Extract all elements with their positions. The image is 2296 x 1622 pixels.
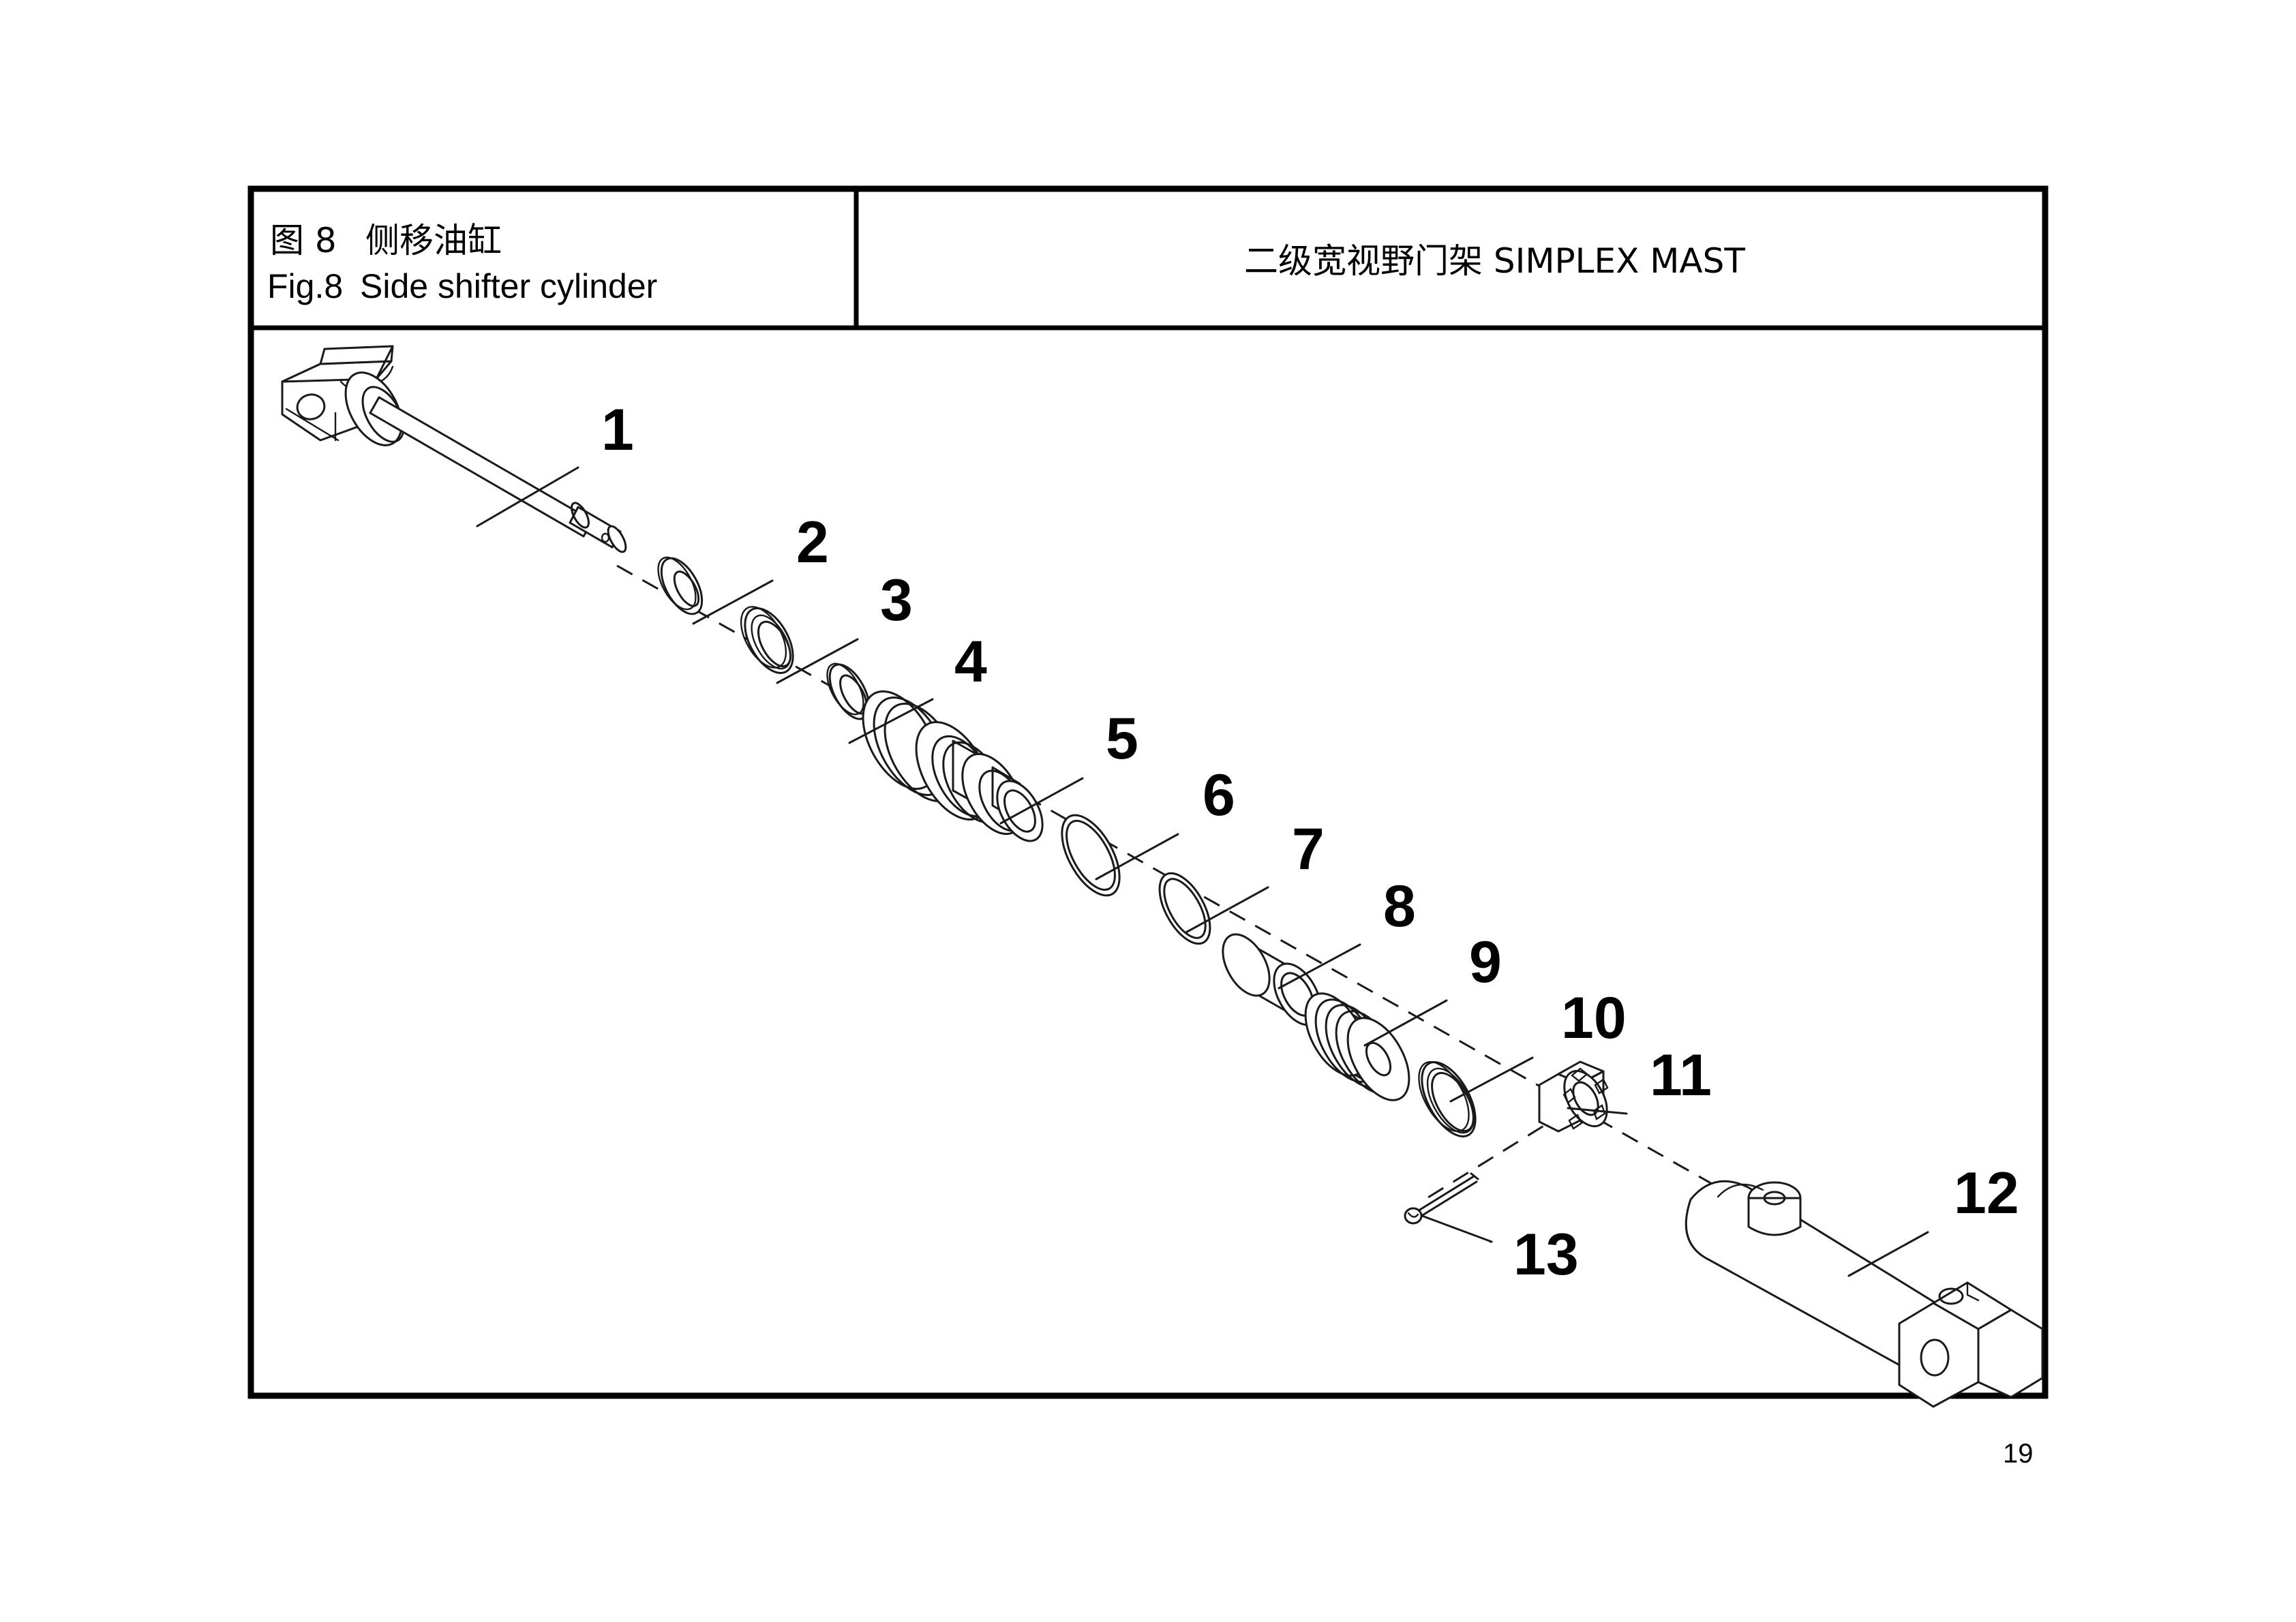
rod-tip-shoulder — [569, 506, 622, 549]
callout-numbers: 1 2 3 4 5 6 7 8 9 10 11 12 13 — [601, 397, 2019, 1287]
clevis-fork-inner-edge — [375, 345, 394, 380]
leader-3 — [776, 638, 859, 684]
callout-2: 2 — [796, 510, 829, 575]
cotter-pin-leg-a — [1415, 1175, 1475, 1213]
callout-5: 5 — [1106, 706, 1138, 771]
barrel-clevis-near-hole — [1920, 1338, 1950, 1377]
rod-seal-outer — [744, 607, 794, 674]
part-backup-ring — [826, 662, 871, 720]
wiper-ring-back-edge — [657, 556, 697, 611]
leader-10 — [1449, 1056, 1534, 1103]
callout-6: 6 — [1203, 763, 1235, 828]
leader-5 — [999, 777, 1084, 825]
part-o-ring-large — [1061, 814, 1121, 897]
callout-8: 8 — [1383, 874, 1416, 939]
spacer-sleeve-back-face — [1222, 933, 1271, 997]
piston-seal-bore — [1431, 1071, 1475, 1133]
callout-10: 10 — [1561, 985, 1627, 1051]
leader-2 — [692, 579, 774, 625]
callout-11: 11 — [1650, 1043, 1712, 1108]
clevis-lower-edge-a — [285, 408, 339, 442]
part-rod-seal-ring — [740, 606, 794, 674]
part-cotter-pin — [1404, 1172, 1479, 1225]
page-number: 19 — [2003, 1439, 2034, 1469]
o-ring-small-inner — [1163, 878, 1207, 939]
cotter-pin-eye-inner — [1407, 1212, 1419, 1218]
part-cylinder-barrel — [1685, 1180, 2044, 1408]
rod-seal-back-edge — [740, 606, 787, 669]
gland-bore — [1003, 789, 1036, 833]
callout-9: 9 — [1469, 930, 1502, 995]
castle-nut-slot-5 — [1562, 1088, 1576, 1104]
sheet-border — [247, 185, 2049, 1399]
part-spacer-sleeve — [1222, 933, 1322, 1026]
o-ring-large-inner — [1066, 819, 1116, 891]
figure-number-en: Fig.8 — [267, 267, 343, 305]
leader-4 — [848, 698, 934, 744]
part-piston — [1304, 992, 1410, 1101]
gland-nose-front-face — [996, 780, 1044, 842]
piston-seal-outer — [1421, 1061, 1477, 1137]
piston-seal-back-edge — [1418, 1060, 1470, 1133]
leader-9 — [1363, 999, 1448, 1047]
leader-8 — [1278, 943, 1361, 990]
figure-name-cn: 侧移油缸 — [365, 221, 502, 260]
part-cylinder-head-gland — [862, 690, 1044, 842]
castle-nut-slot-2 — [1594, 1078, 1609, 1095]
barrel-port-hole — [1763, 1191, 1786, 1206]
rod-tip-cross-hole — [601, 532, 610, 543]
leader-13 — [1421, 1214, 1493, 1243]
part-wiper-seal-ring — [657, 556, 704, 615]
part-castle-nut — [1538, 1060, 1609, 1133]
wiper-ring-outer — [660, 557, 704, 615]
barrel-clevis-notch — [1966, 1281, 1980, 1302]
leader-1 — [476, 466, 579, 527]
clevis-pin-hole — [296, 393, 326, 420]
castle-nut-slot-1 — [1571, 1067, 1588, 1082]
figure-name-en: Side shifter cylinder — [360, 267, 657, 305]
leader-6 — [1095, 833, 1179, 881]
callout-12: 12 — [1954, 1161, 2019, 1226]
backup-ring-back-edge — [826, 662, 864, 716]
cotter-pin-eye — [1404, 1207, 1423, 1225]
castle-nut-slot-4 — [1568, 1114, 1583, 1130]
part-o-ring-small — [1158, 872, 1211, 945]
cotter-pin-tip — [1470, 1172, 1479, 1180]
barrel-port-boss-side — [1747, 1197, 1802, 1236]
mast-model-header: 二级宽视野门架 SIMPLEX MAST — [1244, 241, 1745, 281]
castle-nut-slot-3 — [1592, 1104, 1606, 1120]
rod-tip-shoulder-face — [571, 502, 590, 529]
rod-seal-mid-edge — [751, 614, 791, 670]
leader-11 — [1567, 1107, 1628, 1115]
leader-lines — [476, 466, 1929, 1277]
rod-shaft — [369, 396, 594, 538]
leader-12 — [1847, 1231, 1929, 1277]
part-piston-rod-assembly — [281, 345, 627, 553]
barrel-clevis-top-hole — [1938, 1287, 1964, 1305]
figure-number-cn: 图 8 — [270, 221, 337, 260]
cotter-pin-leg-b — [1418, 1180, 1478, 1219]
rod-collar-inner — [361, 386, 405, 443]
barrel-cap-edge — [1717, 1183, 1764, 1198]
rod-tip-end-face — [607, 525, 627, 553]
callout-3: 3 — [880, 568, 913, 633]
callout-1: 1 — [601, 397, 634, 463]
callout-13: 13 — [1513, 1222, 1579, 1287]
clevis-fork-plate — [319, 345, 394, 365]
callout-4: 4 — [954, 629, 987, 694]
wiper-ring-bore — [673, 570, 700, 607]
callout-7: 7 — [1292, 816, 1325, 882]
leader-7 — [1185, 886, 1269, 934]
part-piston-seal-ring — [1418, 1060, 1477, 1137]
